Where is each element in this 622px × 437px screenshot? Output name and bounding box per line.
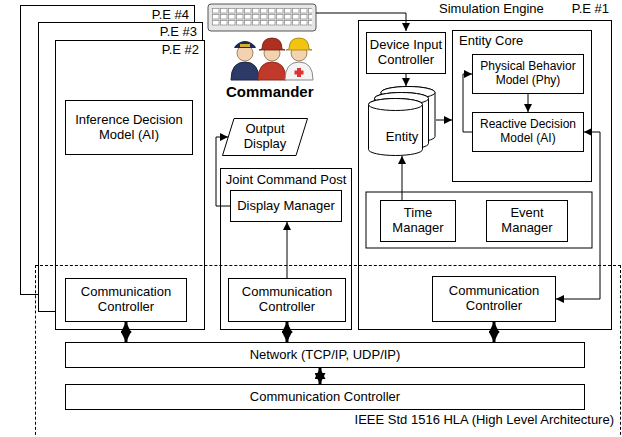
label-wrap: Commander — [226, 83, 314, 100]
node-text: Physical Behavior Model (Phy) — [475, 60, 581, 88]
text-wrap: Physical Behavior Model (Phy) — [473, 58, 583, 90]
text-wrap: Event Manager — [487, 204, 567, 238]
simulation-engine-box: Simulation EngineP.E #1Device Input Cont… — [358, 20, 612, 330]
entity-core-box: Entity CorePhysical Behavior Model (Phy)… — [452, 30, 592, 182]
node-text: Communication Controller — [250, 390, 400, 405]
manager-box: Display Manager — [230, 190, 342, 222]
flow-arrow — [556, 132, 600, 299]
text-wrap: Communication Controller — [229, 283, 345, 317]
bidirectional-link — [319, 368, 322, 384]
manager-box: Event Manager — [486, 200, 568, 242]
processing-element-box: P.E #2 Inference Decision Model (AI) Commu… — [55, 40, 205, 330]
text-wrap: Device Input Controller — [367, 36, 445, 70]
entity-database: Entity — [368, 86, 436, 156]
keyboard-wire — [316, 13, 406, 31]
node-heading: P.E #2 — [162, 43, 199, 58]
keyboard-icon — [208, 4, 316, 31]
text-wrap: Network (TCP/IP, UDP/IP) — [248, 346, 403, 365]
text-wrap: Output Display — [222, 120, 308, 154]
model-box: Physical Behavior Model (Phy) — [472, 54, 584, 94]
text-wrap: Time Manager — [381, 204, 455, 238]
controller-box: Communication Controller — [432, 276, 556, 322]
flow-arrow — [287, 222, 288, 278]
node-heading: P.E #1 — [572, 2, 609, 17]
controller-box: Communication Controller — [65, 278, 187, 322]
flow-arrow — [216, 137, 230, 206]
heading-wrap: P.E #3 — [160, 25, 197, 40]
output-parallelogram: Output Display — [222, 118, 308, 156]
controller-box: Communication Controller — [65, 384, 585, 410]
flow-arrow — [436, 120, 452, 121]
text-wrap: Display Manager — [235, 197, 337, 216]
text-wrap: Inference Decision Model (AI) — [66, 111, 192, 145]
node-heading: Entity Core — [459, 34, 523, 49]
text-wrap: Reactive Decision Model (AI) — [473, 116, 583, 148]
manager-box: Time Manager — [380, 200, 456, 242]
network-box: Network (TCP/IP, UDP/IP) — [65, 342, 585, 368]
node-text: Inference Decision Model (AI) — [68, 113, 190, 143]
text-wrap: Communication Controller — [66, 283, 186, 317]
controller-box: Device Input Controller — [366, 32, 446, 74]
caption-label: Commander — [226, 83, 314, 100]
heading-wrap: Entity Core — [459, 34, 523, 49]
node-text: Entity — [386, 130, 419, 145]
flow-arrow — [463, 74, 472, 132]
controller-box: Communication Controller — [228, 278, 346, 322]
node-text: Output Display — [224, 122, 306, 152]
node-heading: IEEE Std 1516 HLA (High Level Architectu… — [355, 413, 614, 428]
cylinder-shape — [368, 86, 436, 156]
commander-figures — [231, 38, 313, 80]
node-text: Event Manager — [489, 206, 565, 236]
command-post-box: Joint Command PostDisplay ManagerCommuni… — [220, 168, 352, 330]
node-text: Communication Controller — [68, 285, 184, 315]
flow-arrow — [528, 94, 529, 112]
node-text: Reactive Decision Model (AI) — [475, 118, 581, 146]
node-text: Time Manager — [383, 206, 453, 236]
node-heading: Simulation Engine — [439, 2, 544, 17]
node-heading: Joint Command Post — [221, 173, 351, 188]
bidirectional-link — [493, 322, 496, 342]
node-text: Communication Controller — [435, 284, 553, 314]
heading-wrap: P.E #2 — [162, 43, 199, 58]
heading-wrap: P.E #1 — [572, 2, 609, 17]
bidirectional-link — [286, 322, 289, 342]
text-wrap: Entity — [384, 128, 421, 147]
heading-wrap: IEEE Std 1516 HLA (High Level Architectu… — [355, 413, 614, 428]
flow-arrow — [406, 74, 407, 86]
flow-arrow — [402, 156, 403, 200]
heading-wrap: Simulation Engine — [439, 2, 544, 17]
node-text: Display Manager — [237, 199, 335, 214]
node-text: Network (TCP/IP, UDP/IP) — [250, 348, 401, 363]
manager-group-box — [366, 192, 592, 248]
node-text: Device Input Controller — [369, 38, 443, 68]
node-text: Communication Controller — [231, 285, 343, 315]
text-wrap: Communication Controller — [433, 282, 555, 316]
node-heading: P.E #4 — [152, 8, 189, 23]
text-wrap: Communication Controller — [248, 388, 402, 407]
heading-wrap: Joint Command Post — [221, 173, 351, 188]
model-box: Inference Decision Model (AI) — [65, 100, 193, 155]
node-heading: P.E #3 — [160, 25, 197, 40]
model-box: Reactive Decision Model (AI) — [472, 112, 584, 152]
bidirectional-link — [125, 322, 128, 342]
heading-wrap: P.E #4 — [152, 8, 189, 23]
